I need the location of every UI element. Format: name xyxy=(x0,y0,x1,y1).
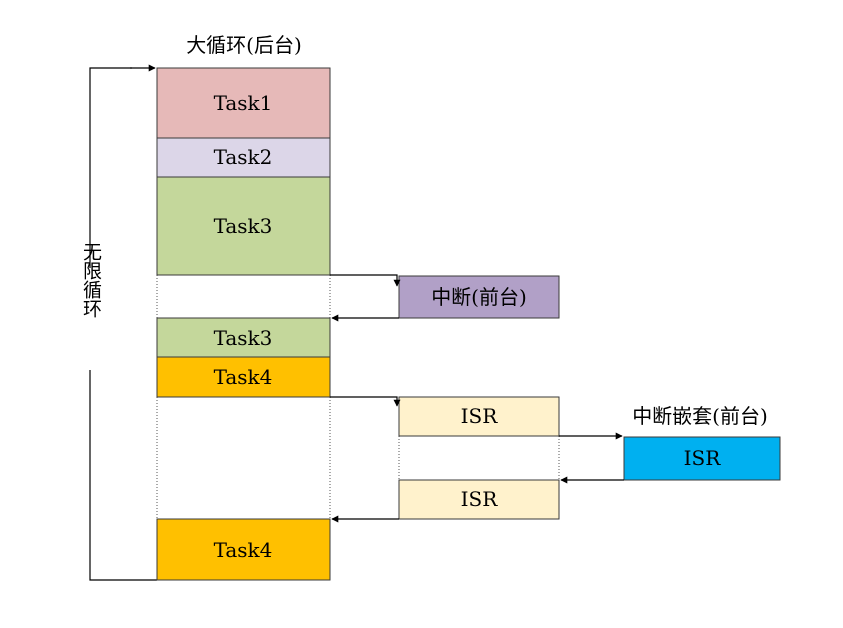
task4-label-resume: Task4 xyxy=(214,538,273,562)
task4-label-first: Task4 xyxy=(214,365,273,389)
task4-rect-resume xyxy=(156,518,331,581)
isr-label-resume: ISR xyxy=(461,487,499,511)
isr-rect-resume xyxy=(398,479,560,520)
nested-isr-label: ISR xyxy=(684,446,722,470)
task4-block-first: Task4 xyxy=(156,356,331,398)
task3-rect-first xyxy=(156,176,331,276)
main-loop-title: 大循环(后台) xyxy=(186,33,302,57)
task3-label-resume: Task3 xyxy=(214,326,273,350)
task3-rect-resume xyxy=(156,317,331,358)
task3-block-resume: Task3 xyxy=(156,317,331,358)
task2-rect xyxy=(156,137,331,178)
task3-block-first: Task3 xyxy=(156,176,331,276)
task1-rect xyxy=(156,67,331,139)
task2-label: Task2 xyxy=(214,145,273,169)
isr-block-first: ISR xyxy=(398,396,560,437)
interrupt-label: 中断(前台) xyxy=(431,285,527,309)
isr-block-resume: ISR xyxy=(398,479,560,520)
interrupt-block: 中断(前台) xyxy=(398,275,560,319)
arrow-to-isr xyxy=(330,396,401,407)
task3-label-first: Task3 xyxy=(214,214,273,238)
nested-interrupt-label: 中断嵌套(前台) xyxy=(632,404,768,428)
infinite-loop-label-bg xyxy=(80,268,102,370)
infinite-loop-label: 无限循环 xyxy=(80,242,102,318)
task4-rect-first xyxy=(156,356,331,398)
task1-label: Task1 xyxy=(214,91,273,115)
task1-block: Task1 xyxy=(156,67,331,139)
isr-label-first: ISR xyxy=(461,404,499,428)
arrow-to-interrupt xyxy=(330,274,401,287)
nested-isr-block: ISR xyxy=(623,436,781,481)
isr-rect-first xyxy=(398,396,560,437)
task4-block-resume: Task4 xyxy=(156,518,331,581)
task2-block: Task2 xyxy=(156,137,331,178)
nested-isr-rect xyxy=(623,436,781,481)
interrupt-rect xyxy=(398,275,560,319)
